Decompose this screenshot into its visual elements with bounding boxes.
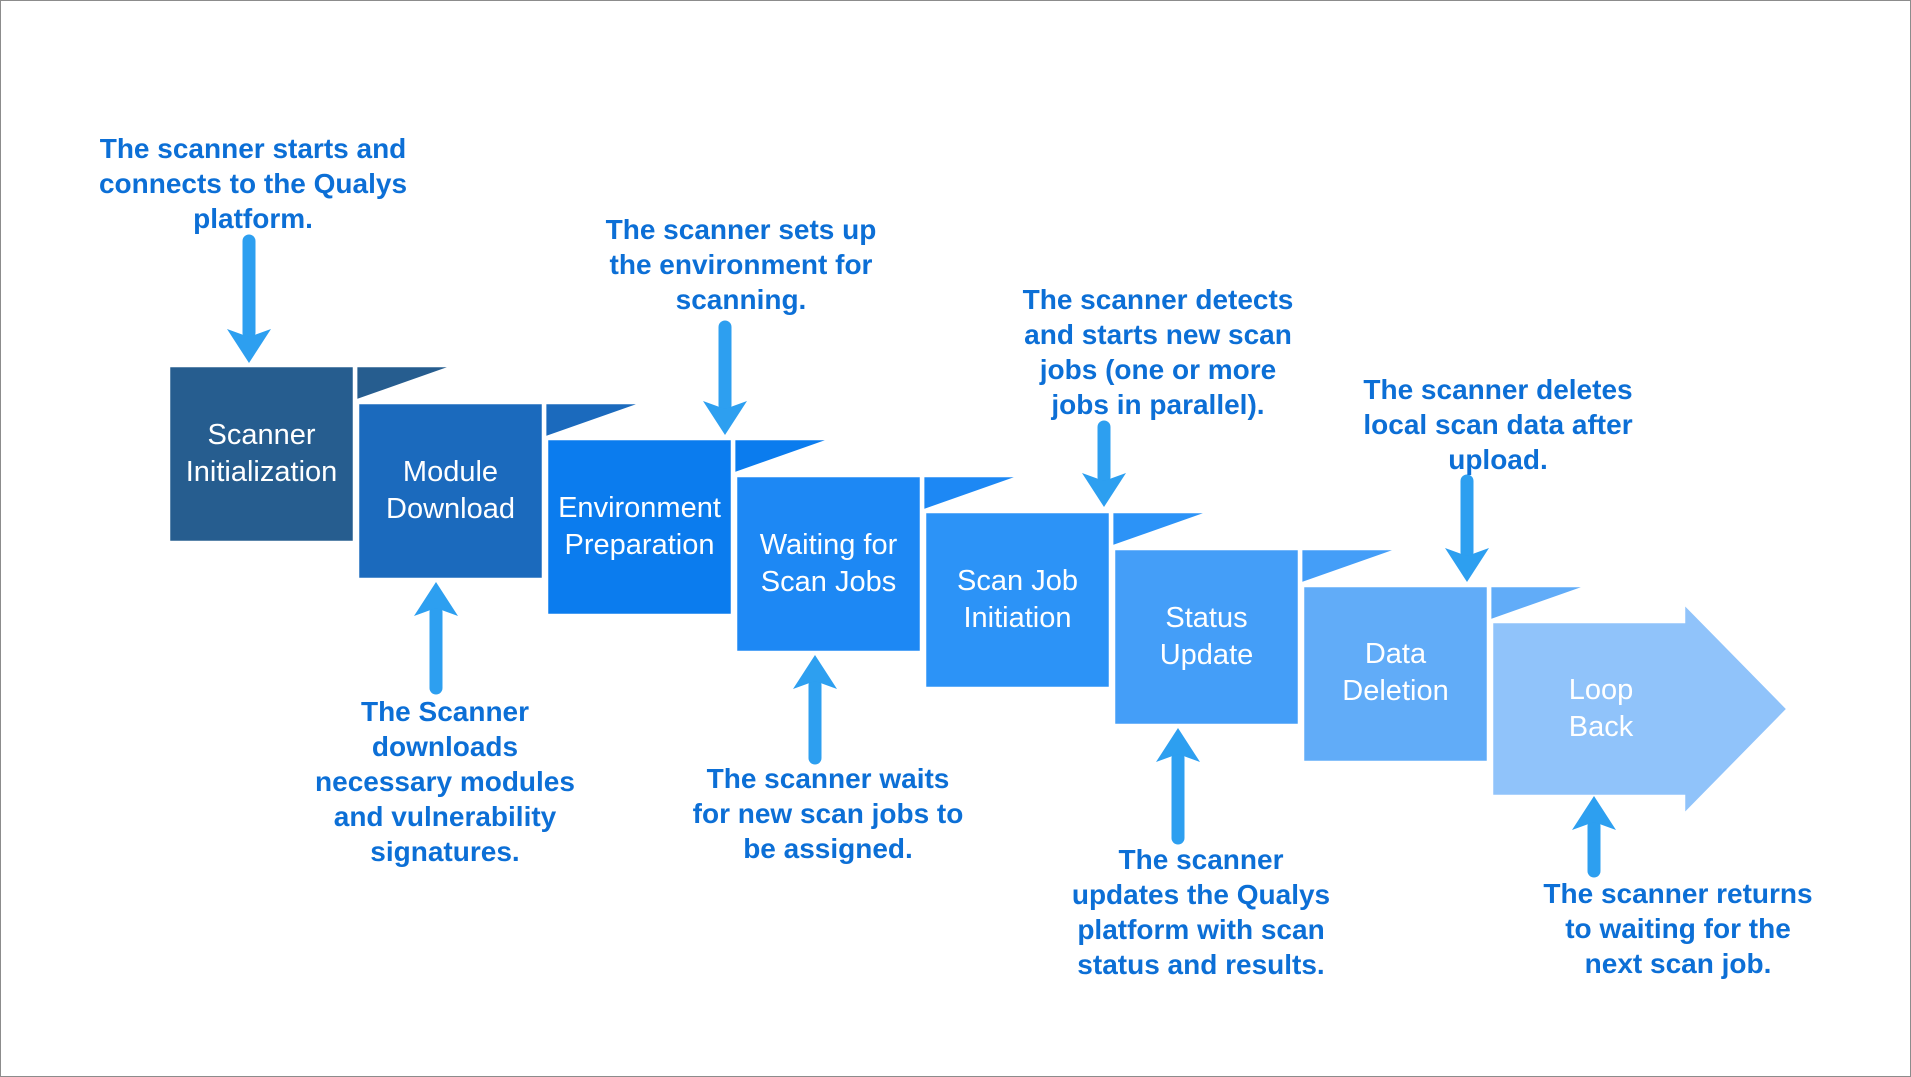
- step-fold-waiting-for-scan-jobs: [919, 472, 1028, 516]
- step-shape-status-update: [1110, 545, 1303, 729]
- annotation-deletes-local-data: The scanner deletes local scan data afte…: [1363, 374, 1633, 475]
- step-fold-scanner-initialization: [352, 362, 461, 406]
- connector-arrow-waits-for-jobs: [793, 655, 837, 765]
- step-shape-data-deletion: [1299, 582, 1492, 766]
- connector-arrow-updates-platform: [1156, 728, 1200, 845]
- connector-arrow-scanner-starts: [227, 234, 271, 363]
- step-fold-module-download: [541, 399, 650, 443]
- loop-back-arrow-shape: [1488, 595, 1793, 823]
- step-shape-scan-job-initiation: [921, 508, 1114, 692]
- annotation-waits-for-jobs: The scanner waits for new scan jobs to b…: [692, 763, 964, 864]
- annotation-updates-platform: The scanner updates the Qualys platform …: [1071, 844, 1331, 980]
- connector-arrow-detects-scan-jobs: [1082, 420, 1126, 507]
- annotation-returns-to-waiting: The scanner returns to waiting for the n…: [1543, 878, 1813, 979]
- step-fold-status-update: [1297, 545, 1406, 589]
- connector-arrow-returns-to-waiting: [1572, 796, 1616, 878]
- step-shape-scanner-initialization: [165, 362, 358, 546]
- step-shape-waiting-for-scan-jobs: [732, 472, 925, 656]
- step-fold-scan-job-initiation: [1108, 508, 1217, 552]
- annotation-scanner-starts: The scanner starts and connects to the Q…: [98, 133, 408, 234]
- annotation-sets-up-environment: The scanner sets up the environment for …: [605, 214, 877, 315]
- annotation-detects-scan-jobs: The scanner detects and starts new scan …: [1022, 284, 1294, 420]
- step-fold-data-deletion: [1486, 582, 1595, 626]
- connector-arrow-downloads-modules: [414, 582, 458, 695]
- annotation-downloads-modules: The Scanner downloads necessary modules …: [315, 696, 575, 867]
- step-shape-module-download: [354, 399, 547, 583]
- connector-arrow-deletes-local-data: [1445, 474, 1489, 582]
- connector-arrow-sets-up-environment: [703, 320, 747, 435]
- step-fold-environment-preparation: [730, 435, 839, 479]
- step-shape-environment-preparation: [543, 435, 736, 619]
